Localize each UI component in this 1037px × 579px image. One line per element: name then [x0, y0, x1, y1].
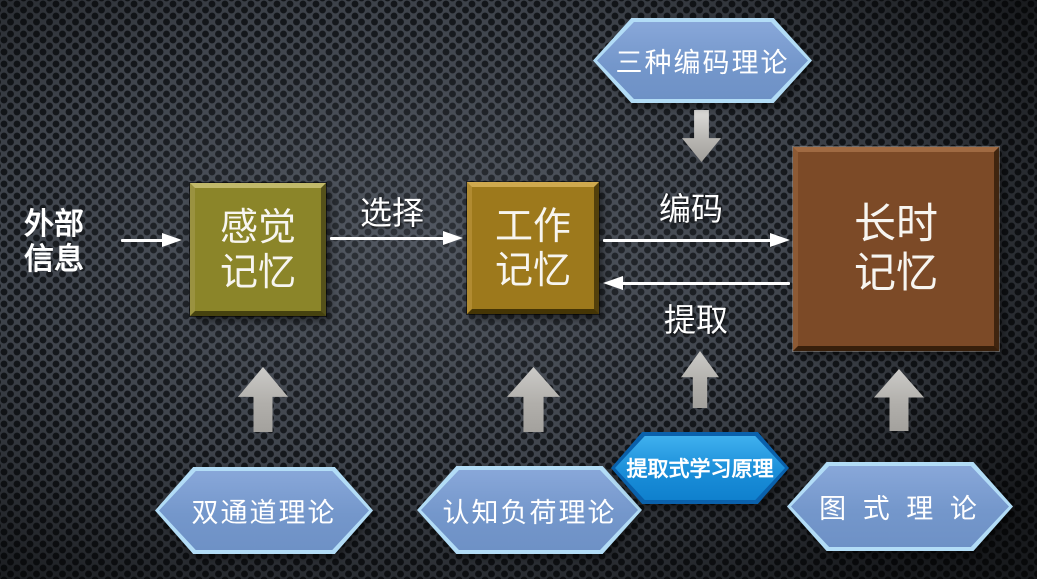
hexagon-retrieval-learning-principle: 提取式学习原理 [611, 432, 789, 504]
hexagon-fill [159, 471, 369, 550]
hexagon-dual-channel-theory-label: 双通道理论 [191, 498, 337, 529]
hexagon-fill [615, 436, 785, 500]
arrow-shaft [330, 236, 446, 240]
box-sensory-memory-label: 感觉 记忆 [219, 205, 296, 294]
box-working-memory-label: 工作 记忆 [494, 203, 571, 292]
arrow-shaft [620, 281, 790, 285]
block-arrow-up-icon [238, 367, 288, 432]
hexagon-fill [421, 470, 638, 550]
block-arrow-up-icon [681, 351, 719, 408]
hexagon-cognitive-load-theory: 认知负荷理论 [417, 466, 642, 554]
box-long-term-memory-label: 长时 记忆 [853, 199, 938, 297]
box-sensory-memory: 感觉 记忆 [189, 182, 327, 317]
arrow-shaft [603, 238, 773, 242]
external-info-label: 外部 信息 [24, 207, 84, 278]
arrowhead-right-icon [770, 233, 790, 247]
arrowhead-right-icon [162, 233, 182, 247]
hexagon-three-encoding-theories: 三种编码理论 [593, 18, 812, 103]
arrow-sensory-to-working [330, 230, 463, 246]
hexagon-schema-theory: 图 式 理 论 [787, 462, 1013, 551]
hexagon-schema-theory-label: 图 式 理 论 [819, 494, 981, 525]
arrow-working-to-longterm [603, 232, 790, 248]
hexagon-cognitive-load-theory-label: 认知负荷理论 [442, 497, 617, 529]
hexagon-fill [597, 22, 808, 99]
arrowhead-left-icon [603, 276, 623, 290]
box-long-term-memory: 长时 记忆 [792, 146, 1000, 352]
arrow-external-to-sensory [121, 232, 182, 248]
block-arrow-up-icon [874, 369, 924, 431]
flow-label-encode: 编码 [658, 190, 723, 228]
arrow-longterm-to-working [603, 275, 790, 291]
hexagon-fill [791, 466, 1009, 547]
block-arrow-up-icon [507, 367, 560, 432]
hexagon-dual-channel-theory: 双通道理论 [155, 467, 373, 554]
hexagon-three-encoding-theories-label: 三种编码理论 [615, 48, 790, 79]
arrowhead-right-icon [443, 231, 463, 245]
block-arrow-down-icon [682, 110, 721, 162]
arrow-shaft [121, 238, 165, 242]
box-working-memory: 工作 记忆 [466, 181, 600, 315]
hexagon-retrieval-learning-principle-label: 提取式学习原理 [626, 457, 774, 481]
flow-label-retrieve: 提取 [663, 301, 728, 339]
flow-label-select: 选择 [359, 194, 424, 232]
